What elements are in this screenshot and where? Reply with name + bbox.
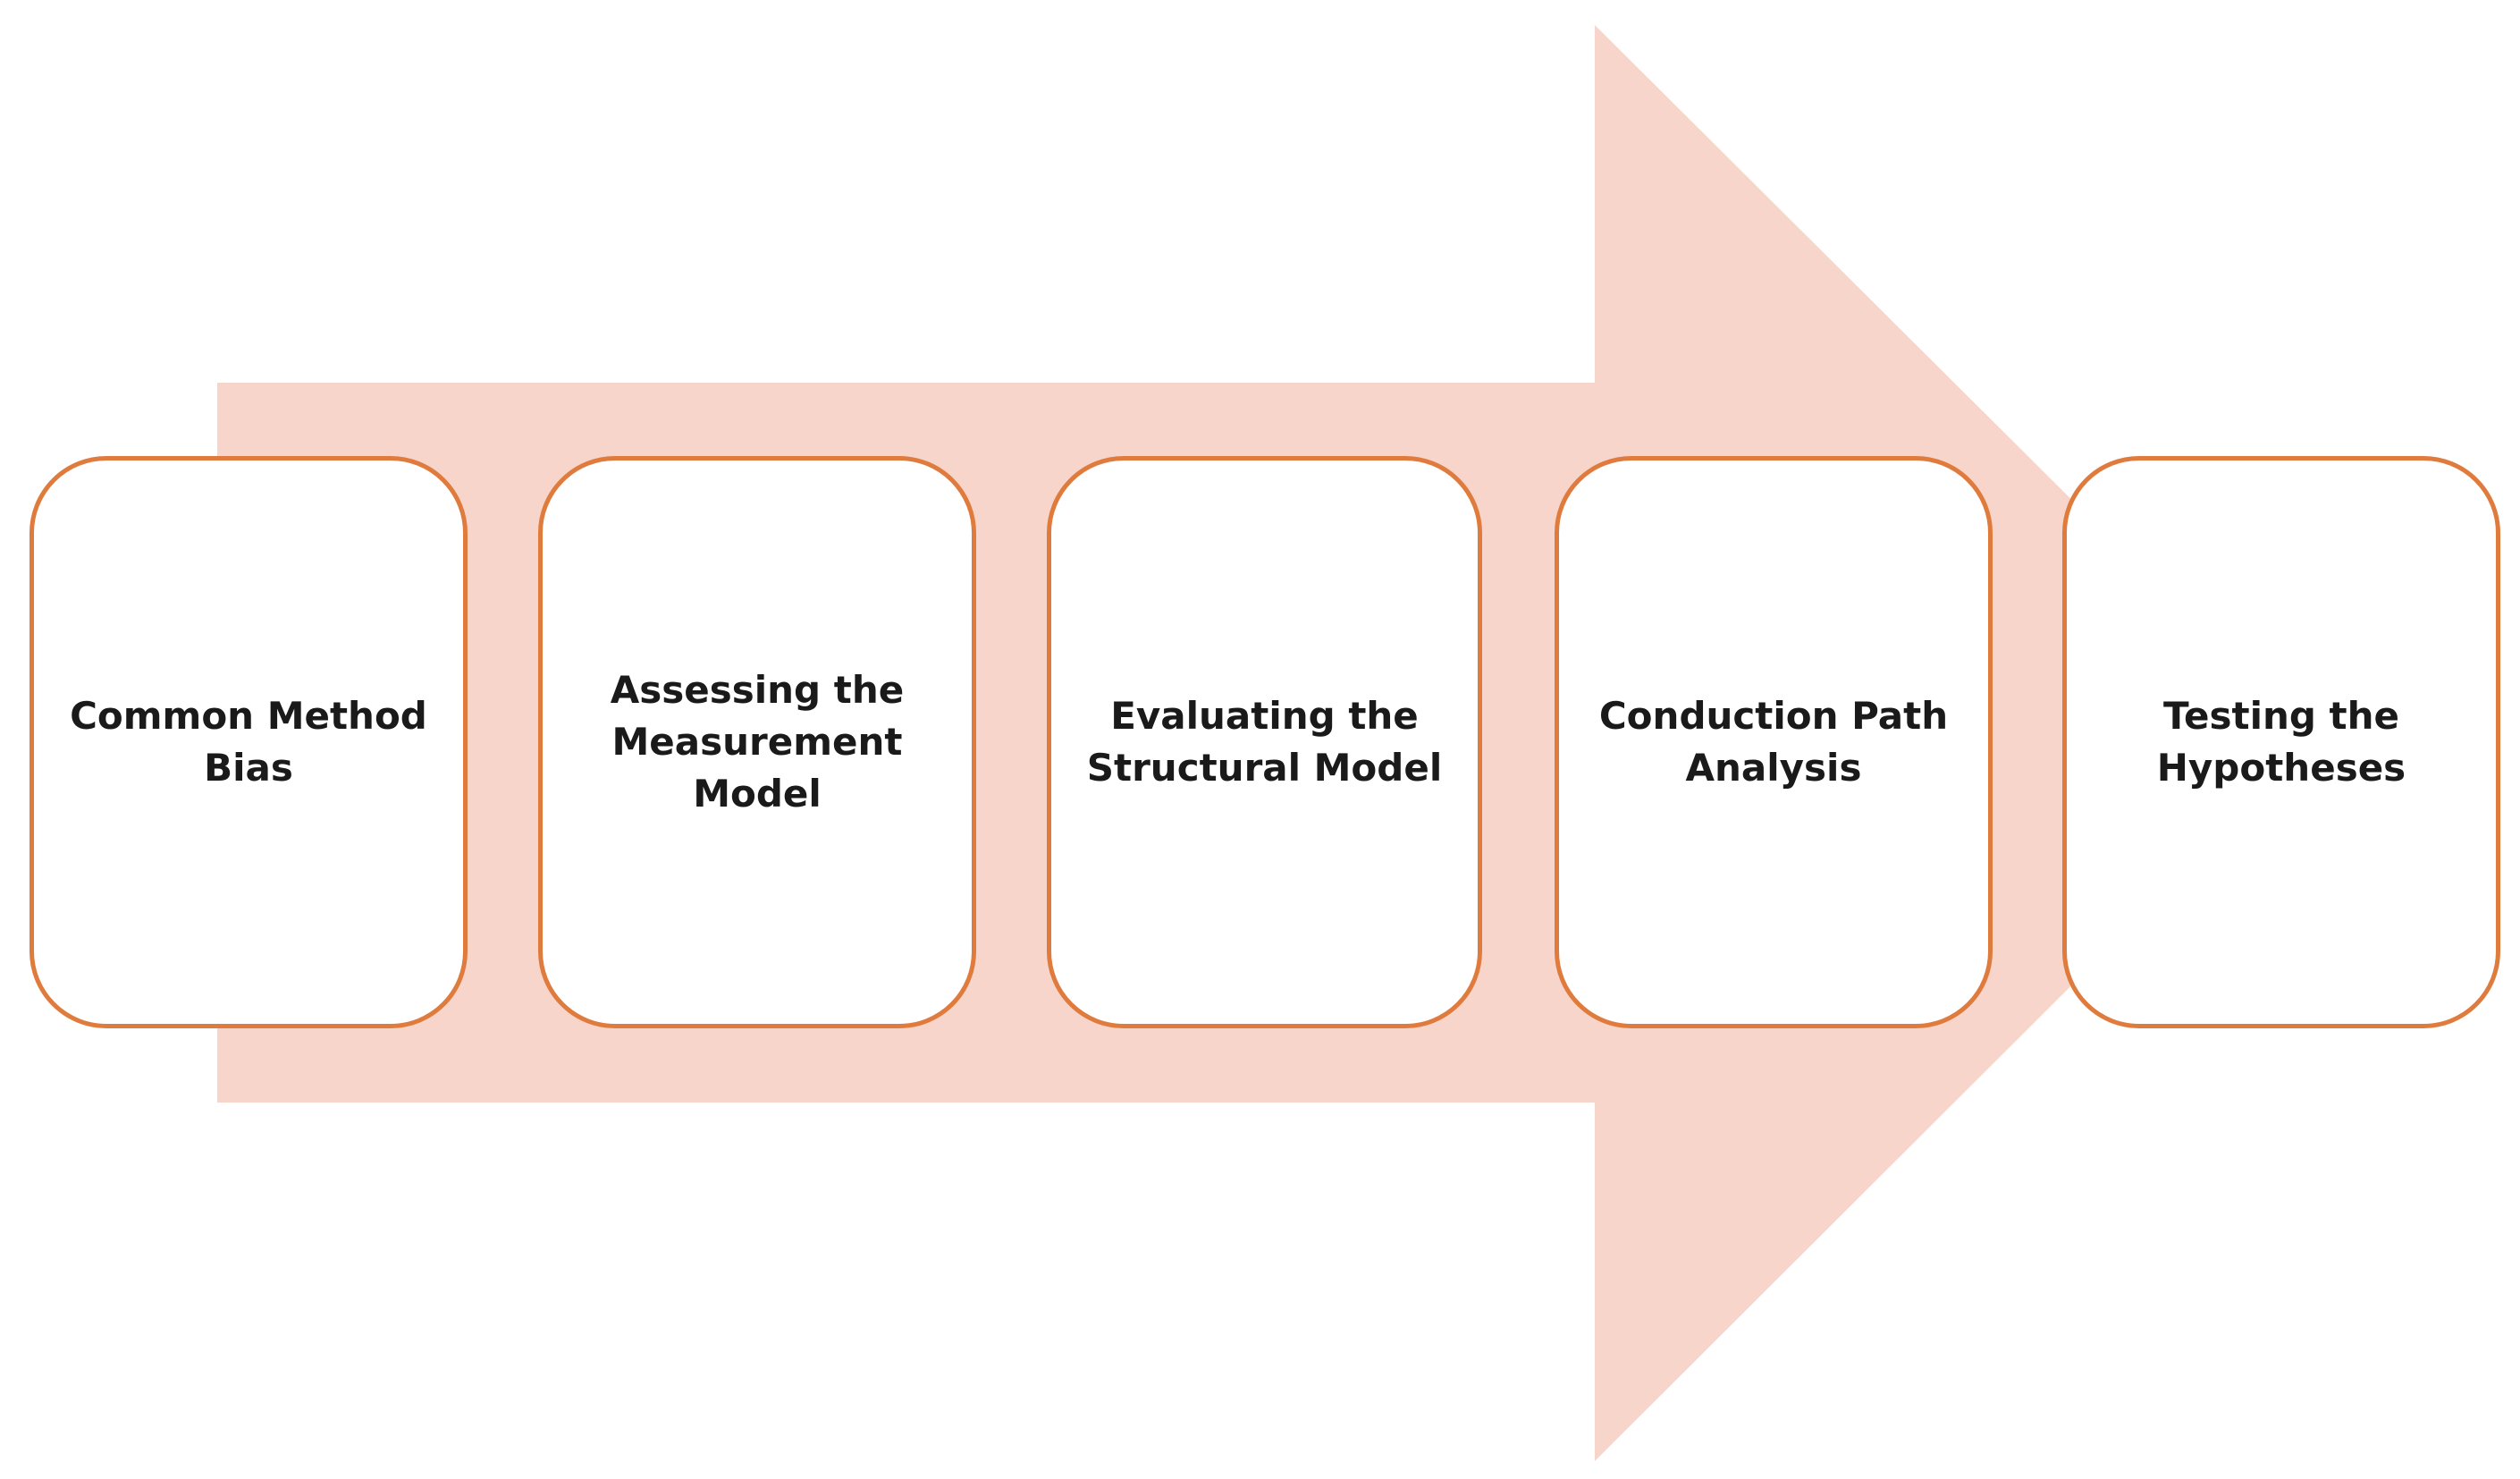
step-label: Testing theHypotheses <box>2156 694 2406 790</box>
step-box-assessing-measurement-model: Assessing theMeasurementModel <box>538 456 976 1028</box>
step-box-conduction-path-analysis: Conduction PathAnalysis <box>1555 456 1993 1028</box>
step-label: Evaluating theStructural Model <box>1086 694 1443 790</box>
step-box-testing-hypotheses: Testing theHypotheses <box>2062 456 2500 1028</box>
step-label: Conduction PathAnalysis <box>1598 694 1949 790</box>
step-label: Common MethodBias <box>70 694 427 790</box>
step-label: Assessing theMeasurementModel <box>610 668 905 816</box>
step-box-common-method-bias: Common MethodBias <box>29 456 468 1028</box>
step-box-evaluating-structural-model: Evaluating theStructural Model <box>1047 456 1482 1028</box>
